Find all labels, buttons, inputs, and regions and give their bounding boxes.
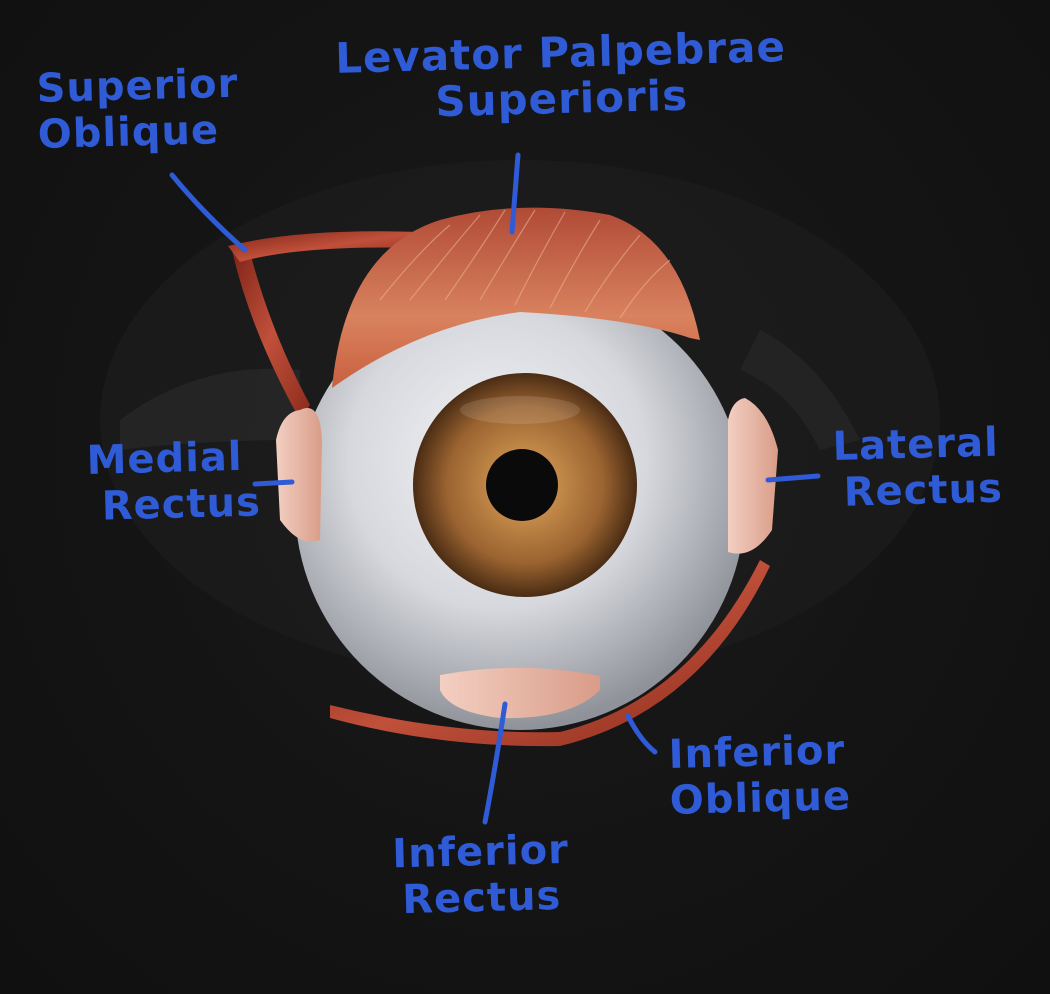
label-inferior-oblique-line1: Inferior xyxy=(668,727,846,778)
label-inferior-oblique-line2: Oblique xyxy=(669,773,852,824)
leader-medial-rectus xyxy=(252,479,295,487)
label-lateral-rectus-line2: Rectus xyxy=(843,465,1004,516)
label-medial-rectus: Medial Rectus xyxy=(86,433,262,530)
medial-rectus-tendon xyxy=(276,408,322,542)
levator-palpebrae-muscle xyxy=(332,207,700,388)
leader-lateral-rectus xyxy=(765,473,821,483)
label-inferior-oblique: Inferior Oblique xyxy=(668,727,852,824)
inferior-rectus-tendon xyxy=(440,667,600,719)
label-superior-oblique-line2: Oblique xyxy=(37,107,220,158)
label-medial-rectus-line2: Rectus xyxy=(101,479,262,530)
superior-oblique-tendon xyxy=(228,231,422,262)
label-superior-oblique-line1: Superior xyxy=(36,60,239,112)
levator-fibers xyxy=(379,209,671,319)
leader-inferior-rectus xyxy=(482,701,508,825)
lateral-rectus-tendon xyxy=(728,398,778,554)
label-levator-palpebrae: Levator Palpebrae Superioris xyxy=(330,22,792,128)
leader-levator xyxy=(509,152,521,235)
leader-lines xyxy=(169,152,821,825)
inferior-oblique-muscle xyxy=(330,560,770,747)
label-superior-oblique: Superior Oblique xyxy=(36,61,240,158)
superior-oblique-muscle xyxy=(232,250,310,420)
label-inferior-rectus-line1: Inferior xyxy=(391,826,570,878)
label-inferior-rectus-line2: Rectus xyxy=(401,873,562,924)
optic-nerve-shadow-left xyxy=(120,368,300,450)
label-lateral-rectus-line1: Lateral xyxy=(832,419,1000,470)
label-inferior-rectus: Inferior Rectus xyxy=(370,826,592,924)
leader-superior-oblique xyxy=(169,172,248,253)
corneal-highlight xyxy=(460,396,580,424)
pupil xyxy=(486,449,558,521)
optic-nerve-shadow-right xyxy=(740,330,860,450)
leader-inferior-oblique xyxy=(625,713,658,755)
label-lateral-rectus: Lateral Rectus xyxy=(832,420,1003,516)
label-medial-rectus-line1: Medial xyxy=(86,433,244,484)
